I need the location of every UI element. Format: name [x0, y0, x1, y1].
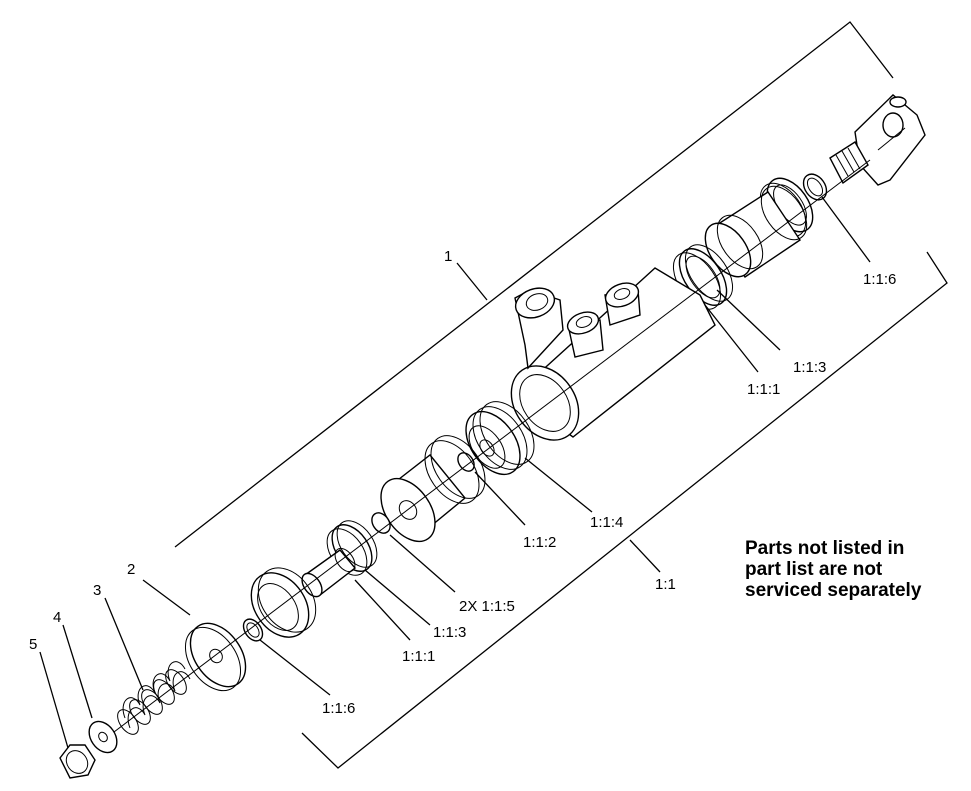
small-ring: [457, 452, 475, 472]
callout-1: 1: [444, 248, 452, 265]
callout-1-1-3-bottom: 1:1:3: [433, 624, 466, 641]
callout-1-1-1-bottom: 1:1:1: [402, 648, 435, 665]
piston-top: [704, 185, 808, 278]
washer-4: [88, 720, 118, 754]
callout-2: 2: [127, 561, 135, 578]
callout-1-1-1-top: 1:1:1: [747, 381, 780, 398]
callout-1-1-3-top: 1:1:3: [793, 359, 826, 376]
assembly-bracket-1-1: [301, 251, 948, 769]
note-line-1: Parts not listed in: [745, 538, 904, 559]
callout-1-1-4: 1:1:4: [590, 514, 623, 531]
callout-1-1-6-bottom: 1:1:6: [322, 700, 355, 717]
note-line-2: part list are not: [745, 559, 883, 580]
note-line-3: serviced separately: [745, 580, 922, 601]
leader-lines: [39, 196, 871, 749]
callout-3: 3: [93, 582, 101, 599]
nut-5: [59, 744, 96, 779]
seal-middle: [465, 401, 535, 476]
washer-2: [184, 622, 247, 692]
callout-1-1-6-top: 1:1:6: [863, 271, 896, 288]
assembly-bracket-1: [174, 21, 894, 548]
spring-3: [117, 661, 191, 735]
callout-1-1: 1:1: [655, 576, 676, 593]
callout-4: 4: [53, 609, 61, 626]
callout-5: 5: [29, 636, 37, 653]
cylinder-body: [510, 267, 716, 441]
small-ring-pair: [371, 512, 391, 534]
callout-2x-1-1-5: 2X 1:1:5: [459, 598, 515, 615]
center-axis: [109, 159, 871, 736]
callout-1-1-2: 1:1:2: [523, 534, 556, 551]
push-rod: [301, 547, 357, 598]
clevis-rod-end: [829, 94, 926, 186]
retaining-ring-lower: [242, 618, 264, 642]
